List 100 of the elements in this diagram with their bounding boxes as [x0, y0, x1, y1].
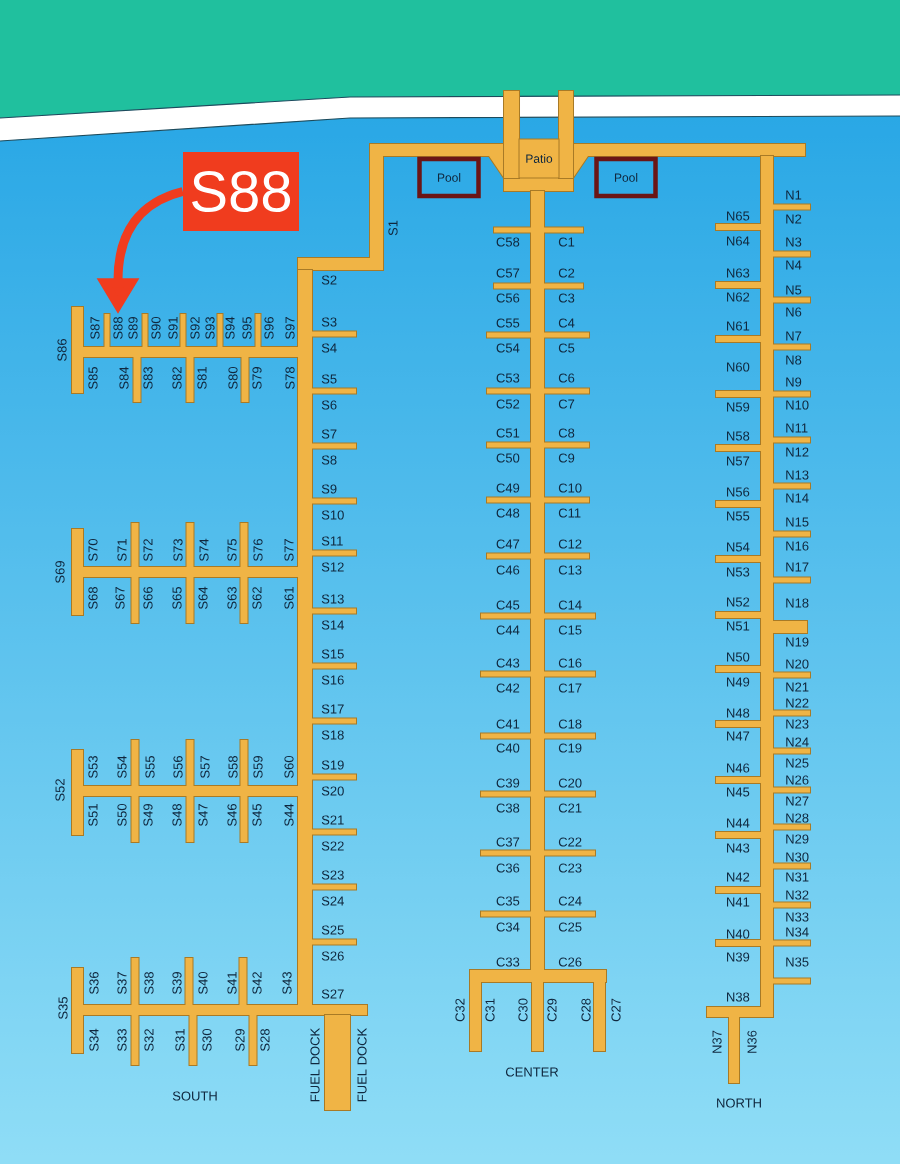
slip-number: C32	[455, 998, 465, 1022]
slip-number: N34	[786, 927, 809, 937]
slip-number: S74	[199, 538, 209, 561]
slip-number: S84	[119, 366, 129, 389]
dock-name: CENTER	[505, 1067, 559, 1077]
slip-number: C14	[558, 600, 582, 610]
slip-number: S85	[88, 367, 98, 389]
slip-number: S37	[117, 972, 127, 994]
callout-box: S88	[183, 152, 299, 231]
slip-number: N15	[786, 517, 809, 527]
slip-number: S34	[89, 1028, 99, 1051]
slip-number: S42	[252, 972, 262, 994]
slip-number: N48	[727, 708, 750, 718]
slip-number: S72	[143, 539, 153, 561]
slip-number: S67	[115, 587, 125, 609]
slip-number: N20	[786, 659, 809, 669]
slip-number: C13	[558, 565, 582, 575]
slip-number: S71	[117, 539, 127, 561]
slip-number: S16	[321, 675, 344, 685]
slip-number: S5	[321, 374, 337, 384]
slip-number: S79	[252, 367, 262, 389]
slip-number: S66	[143, 587, 153, 609]
slip-number: S65	[172, 587, 182, 609]
slip-number: C29	[547, 998, 557, 1022]
slip-number: S6	[321, 400, 337, 410]
slip-number: N31	[786, 872, 809, 882]
slip-number: S24	[321, 896, 344, 906]
slip-number: N52	[727, 597, 750, 607]
slip-number: S82	[172, 367, 182, 389]
slip-number: S51	[88, 804, 98, 826]
slip-number: S19	[321, 760, 344, 770]
slip-number: S11	[321, 536, 343, 546]
slip-number: S23	[321, 870, 344, 880]
slip-number: S94	[225, 316, 235, 339]
slip-number: S21	[321, 815, 344, 825]
slip-number: N7	[786, 331, 802, 341]
slip-number: C52	[496, 399, 520, 409]
slip-number: C41	[496, 719, 520, 729]
slip-number: S50	[117, 803, 127, 826]
slip-number: N5	[786, 285, 802, 295]
slip-number: S35	[58, 997, 68, 1019]
slip-number: S80	[228, 366, 238, 389]
slip-number: N12	[786, 447, 809, 457]
slip-number: N43	[727, 843, 750, 853]
slip-number: C31	[485, 998, 495, 1022]
slip-number: S91	[168, 317, 178, 339]
slip-number: C30	[518, 998, 528, 1022]
slip-number: C19	[558, 743, 582, 753]
dock-label: FUEL DOCK	[310, 1027, 320, 1102]
slip-number: N28	[786, 813, 809, 823]
slip-number: N63	[727, 268, 750, 278]
slip-number: N64	[727, 236, 750, 246]
slip-number: S45	[252, 804, 262, 826]
slip-number: N65	[727, 211, 750, 221]
slip-number: S41	[227, 972, 237, 994]
slip-number: C36	[496, 863, 520, 873]
slip-number: S15	[321, 649, 344, 659]
slip-number: S90	[151, 316, 161, 339]
slip-number: S63	[227, 587, 237, 609]
slip-number: S95	[242, 317, 252, 339]
slip-number: N18	[786, 598, 809, 608]
slip-number: N50	[727, 652, 750, 662]
slip-number: S43	[282, 972, 292, 994]
slip-number: S13	[321, 594, 344, 604]
slip-number: N30	[786, 852, 809, 862]
slip-number: S39	[172, 972, 182, 994]
slip-number: N38	[727, 992, 750, 1002]
slip-number: C38	[496, 803, 520, 813]
slip-number: N32	[786, 890, 809, 900]
slip-number: C6	[558, 373, 575, 383]
slip-number: C12	[558, 539, 582, 549]
slip-number: N21	[786, 682, 809, 692]
slip-number: C54	[496, 343, 520, 353]
slip-number: S86	[57, 339, 67, 361]
slip-number: N37	[712, 1030, 722, 1053]
slip-number: S58	[228, 756, 238, 778]
dock-name: NORTH	[717, 1098, 761, 1108]
slip-number: S62	[252, 587, 262, 609]
slip-number: C4	[558, 318, 575, 328]
slip-number: S47	[198, 804, 208, 826]
slip-number: N1	[786, 190, 802, 200]
slip-number: S64	[198, 586, 208, 609]
slip-number: S87	[90, 317, 100, 339]
slip-number: C7	[558, 399, 575, 409]
slip-number: C46	[496, 565, 520, 575]
slip-number: C11	[558, 508, 581, 518]
slip-number: C2	[558, 268, 575, 278]
slip-number: N19	[786, 637, 809, 647]
slip-number: N55	[727, 511, 750, 521]
slip-number: S54	[117, 755, 127, 778]
slip-number: S14	[321, 620, 344, 630]
slip-number: C21	[558, 803, 582, 813]
slip-number: C20	[558, 778, 582, 788]
slip-number: S8	[321, 455, 337, 465]
slip-number: S57	[200, 756, 210, 778]
slip-number: N42	[727, 872, 750, 882]
slip-number: N39	[727, 952, 750, 962]
slip-number: N22	[786, 698, 809, 708]
slip-number: C45	[496, 600, 520, 610]
slip-number: S81	[197, 367, 207, 389]
